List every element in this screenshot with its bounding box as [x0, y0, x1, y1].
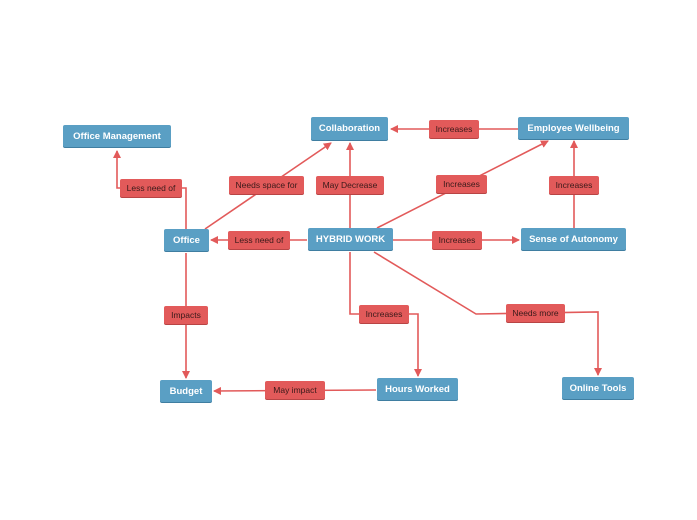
node-sense-of-autonomy[interactable]: Sense of Autonomy [521, 228, 626, 250]
edge-label-office-budget: Impacts [164, 306, 208, 324]
node-collaboration[interactable]: Collaboration [311, 117, 388, 140]
node-online-tools[interactable]: Online Tools [562, 377, 634, 399]
node-hybrid-work[interactable]: HYBRID WORK [308, 228, 393, 250]
edge-label-office-officemgmt: Less need of [120, 179, 182, 197]
edge-label-wellbeing-collab: Increases [429, 120, 479, 138]
edge-label-hybrid-online: Needs more [506, 304, 565, 322]
edge-label-hybrid-wellbeing: Increases [436, 175, 487, 193]
edge-label-hours-budget: May impact [265, 381, 325, 399]
edge-label-autonomy-wellbeing: Increases [549, 176, 599, 194]
node-office-management[interactable]: Office Management [63, 125, 171, 147]
edge-label-hybrid-hours: Increases [359, 305, 409, 323]
node-employee-wellbeing[interactable]: Employee Wellbeing [518, 117, 629, 139]
edge-label-office-collab: Needs space for [229, 176, 304, 194]
edge-label-hybrid-collab: May Decrease [316, 176, 384, 194]
node-hours-worked[interactable]: Hours Worked [377, 378, 458, 400]
node-budget[interactable]: Budget [160, 380, 212, 402]
edge-label-hybrid-office: Less need of [228, 231, 290, 249]
node-office[interactable]: Office [164, 229, 209, 251]
edge-label-hybrid-autonomy: Increases [432, 231, 482, 249]
